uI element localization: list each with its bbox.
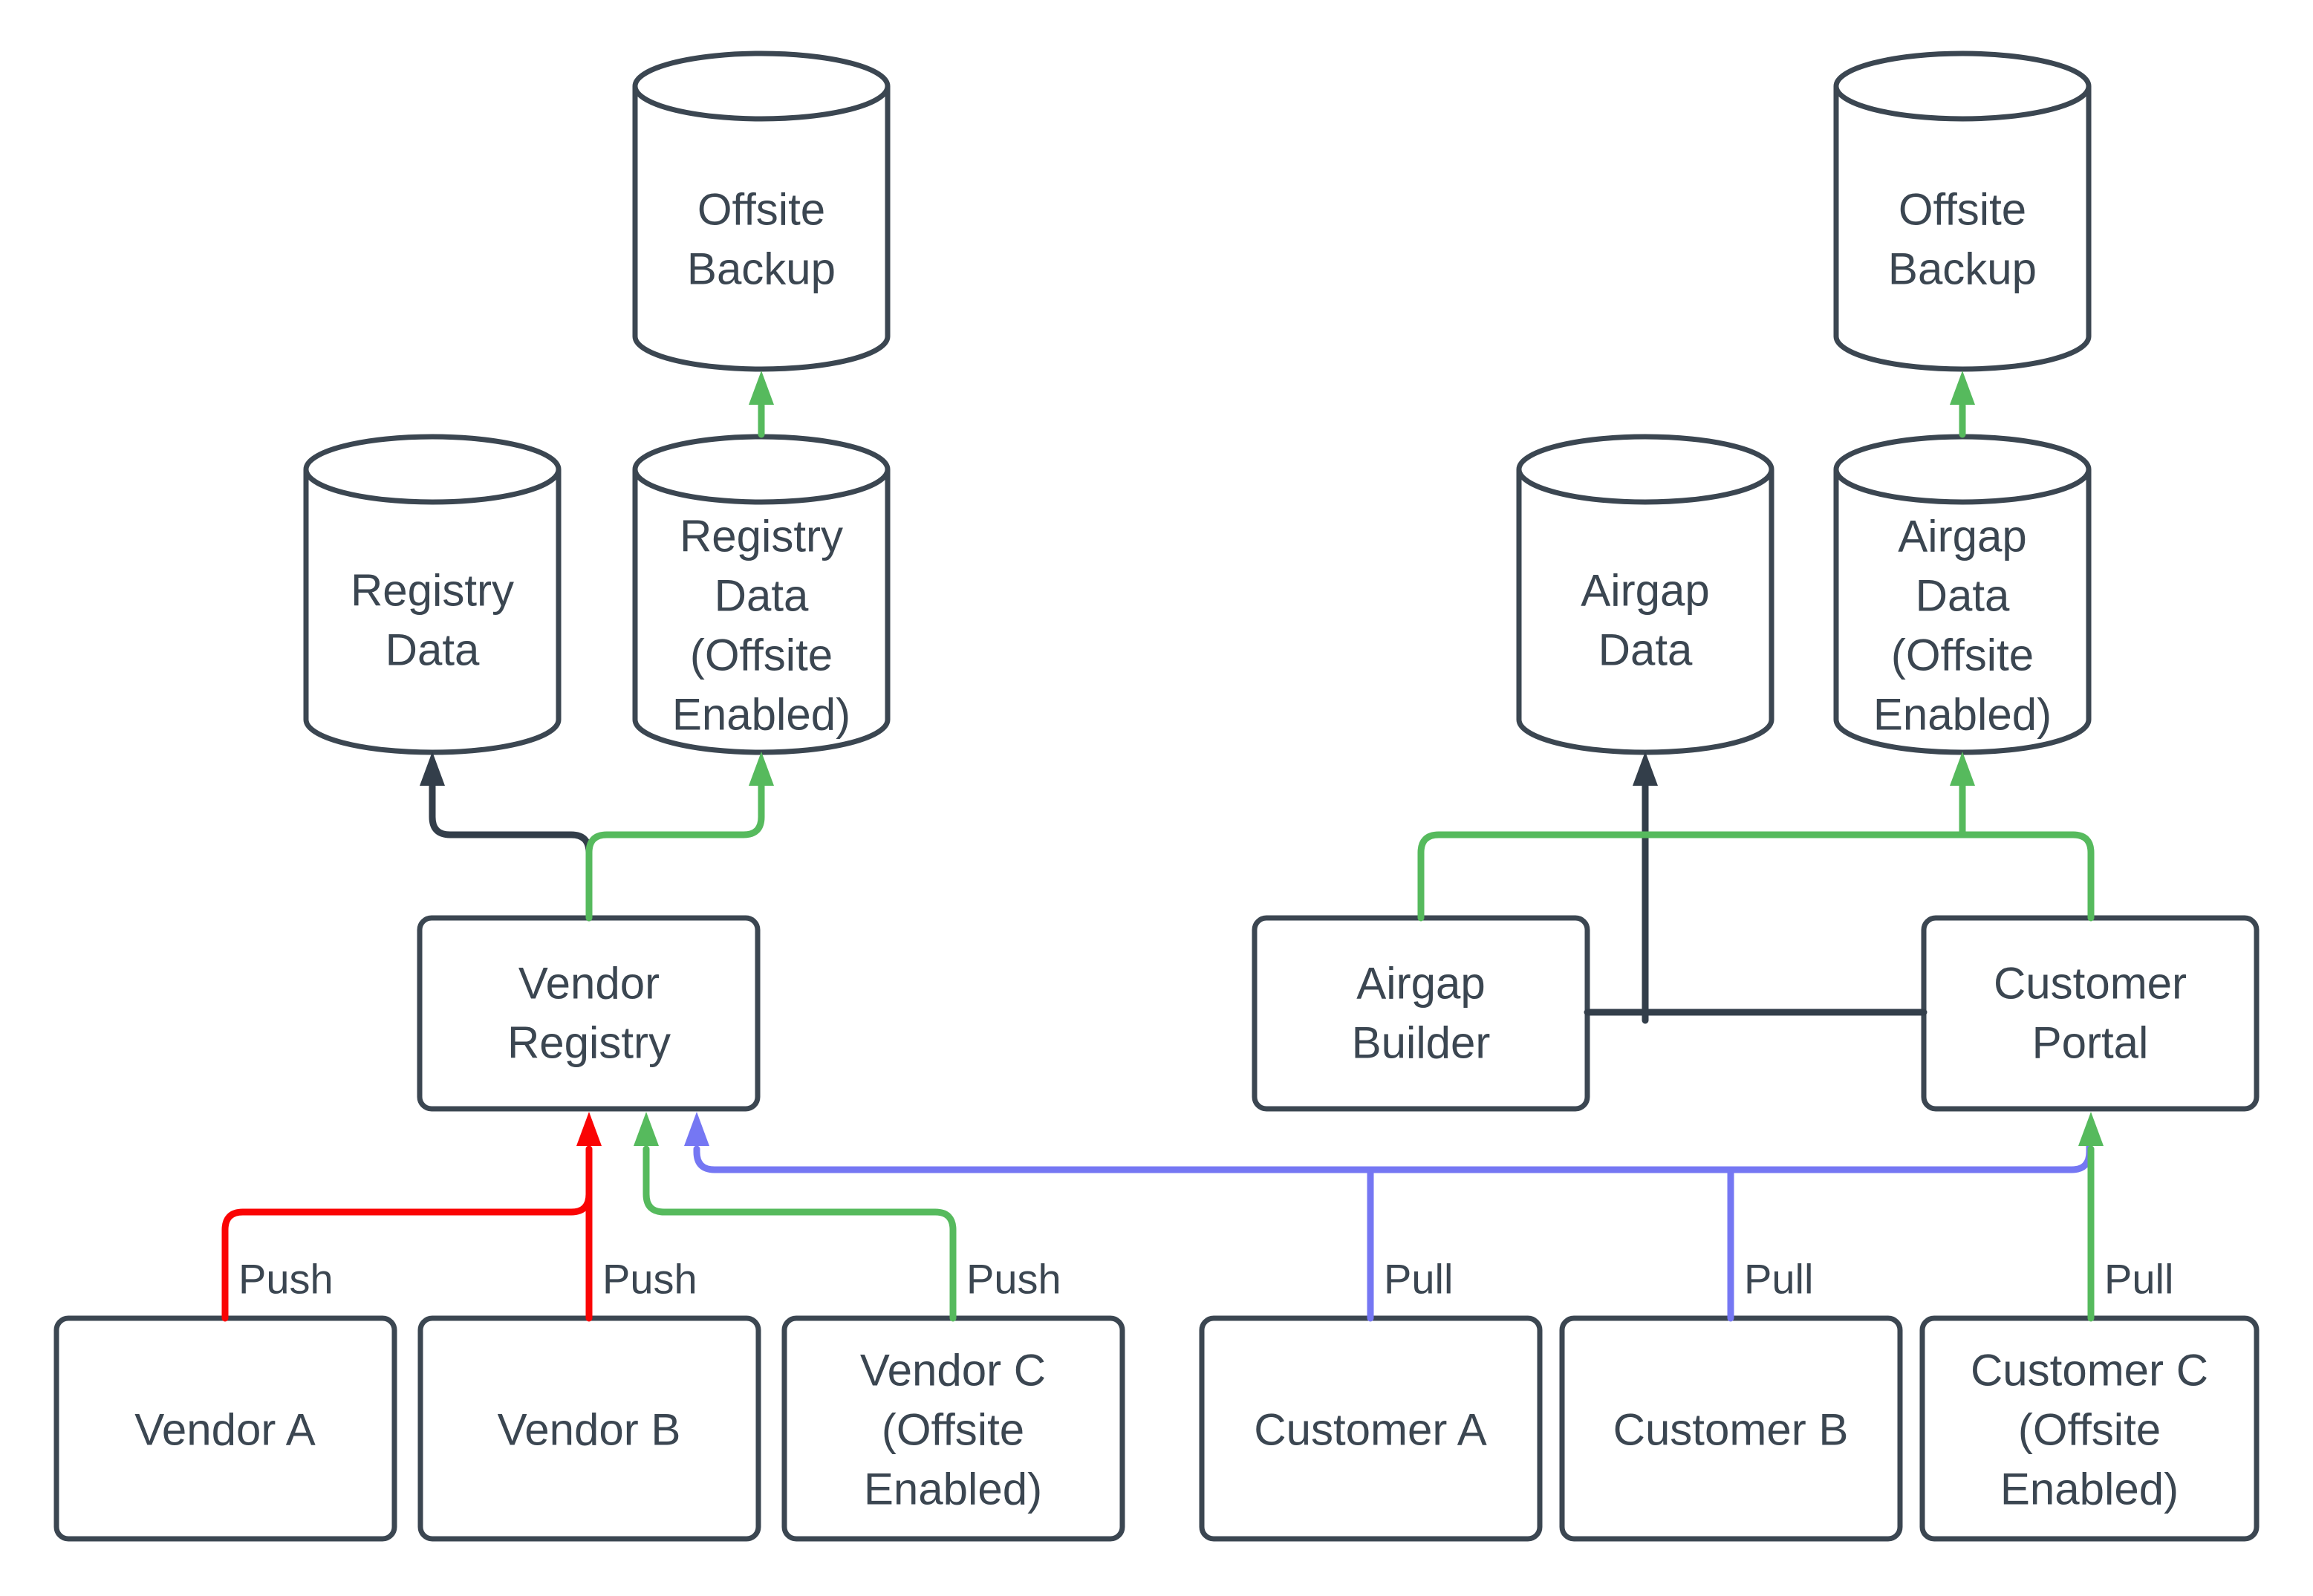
- nodes: Offsite Backup Offsite Backup Registry D…: [53, 51, 2260, 1542]
- customer-b-box: Customer B: [1559, 1315, 1903, 1542]
- node-label: Customer A: [1254, 1405, 1486, 1455]
- customer-a-box: Customer A: [1199, 1315, 1543, 1542]
- vendor-c-box: Vendor C (Offsite Enabled): [781, 1315, 1125, 1542]
- node-label: Airgap: [1356, 959, 1485, 1009]
- offsite-backup-customer-cylinder: Offsite Backup: [1833, 51, 2092, 372]
- registry-data-offsite-cylinder: Registry Data (Offsite Enabled): [632, 434, 891, 755]
- airgap-data-offsite-cylinder: Airgap Data (Offsite Enabled): [1833, 434, 2092, 755]
- pull-label-customer-c: Pull: [2104, 1256, 2173, 1303]
- arrowhead-airgap-data-offsite: [1950, 752, 1975, 786]
- node-label: Enabled): [672, 690, 850, 740]
- node-label: Airgap: [1898, 512, 2026, 561]
- box-shape: [1921, 915, 2260, 1112]
- arrowhead-offsite-backup-vendor: [749, 371, 774, 405]
- cylinder-shape: [1516, 434, 1774, 755]
- node-label: Vendor B: [498, 1405, 681, 1455]
- edge-labels: Push Push Push Pull Pull Pull: [238, 1256, 2173, 1303]
- node-label: Vendor A: [134, 1405, 316, 1455]
- arrowhead-customer-c-pull: [2078, 1112, 2104, 1146]
- node-label: Enabled): [864, 1465, 1042, 1514]
- push-label-vendor-c: Push: [966, 1256, 1061, 1303]
- push-label-vendor-b: Push: [602, 1256, 697, 1303]
- edge-registry-to-registry-data-offsite: [585, 781, 765, 922]
- pull-label-customer-b: Pull: [1744, 1256, 1813, 1303]
- edges: [221, 371, 2104, 1322]
- node-label: Offsite: [697, 185, 825, 235]
- pull-label-customer-a: Pull: [1384, 1256, 1453, 1303]
- arrowhead-push-registry: [576, 1112, 602, 1146]
- vendor-a-box: Vendor A: [53, 1315, 397, 1542]
- node-label: Data: [386, 625, 480, 675]
- arrowhead-vendor-c-push: [634, 1112, 659, 1146]
- airgap-builder-box: Airgap Builder: [1252, 915, 1590, 1112]
- node-label: Registry: [507, 1018, 671, 1068]
- edge-registry-to-registry-data: [429, 781, 593, 922]
- box-shape: [417, 915, 761, 1112]
- arrowhead-registry-data-offsite: [749, 752, 774, 786]
- node-label: Customer C: [1971, 1346, 2208, 1395]
- node-label: Vendor: [518, 959, 660, 1009]
- node-label: Data: [715, 571, 809, 621]
- edge-vendor-ab-push: [221, 1145, 593, 1322]
- cylinder-shape: [303, 434, 562, 755]
- box-shape: [1252, 915, 1590, 1112]
- node-label: Customer B: [1613, 1405, 1849, 1455]
- vendor-b-box: Vendor B: [417, 1315, 761, 1542]
- node-label: Vendor C: [860, 1346, 1046, 1395]
- vendor-registry-box: Vendor Registry: [417, 915, 761, 1112]
- node-label: Customer: [1994, 959, 2187, 1009]
- arrowhead-registry-data: [420, 752, 445, 786]
- node-label: Backup: [1888, 244, 2037, 294]
- node-label: Data: [1916, 571, 2010, 621]
- arrowhead-pull-registry: [684, 1112, 709, 1146]
- edge-vendor-c-push: [642, 1145, 957, 1322]
- node-label: Registry: [680, 512, 843, 561]
- edge-builder-portal-to-airgap-offsite: [1417, 781, 2095, 922]
- cylinder-shape: [632, 51, 891, 372]
- airgap-data-cylinder: Airgap Data: [1516, 434, 1774, 755]
- cylinder-shape: [632, 434, 891, 755]
- customer-portal-box: Customer Portal: [1921, 915, 2260, 1112]
- arrowhead-airgap-data: [1633, 752, 1658, 786]
- edge-builder-portal-to-airgap-data: [1584, 781, 1928, 1024]
- customer-c-box: Customer C (Offsite Enabled): [1919, 1315, 2260, 1542]
- node-label: Offsite: [1899, 185, 2026, 235]
- node-label: Airgap: [1581, 566, 1709, 616]
- push-label-vendor-a: Push: [238, 1256, 334, 1303]
- node-label: (Offsite: [1891, 631, 2034, 680]
- cylinder-shape: [1833, 51, 2092, 372]
- arrowhead-offsite-backup-customer: [1950, 371, 1975, 405]
- node-label: Builder: [1352, 1018, 1491, 1068]
- node-label: Enabled): [1873, 690, 2052, 740]
- node-label: (Offsite: [882, 1405, 1024, 1455]
- node-label: Registry: [351, 566, 514, 616]
- node-label: Portal: [2032, 1018, 2149, 1068]
- node-label: (Offsite: [2018, 1405, 2161, 1455]
- registry-data-cylinder: Registry Data: [303, 434, 562, 755]
- offsite-backup-vendor-cylinder: Offsite Backup: [632, 51, 891, 372]
- node-label: Enabled): [2000, 1465, 2179, 1514]
- cylinder-shape: [1833, 434, 2092, 755]
- node-label: Backup: [687, 244, 836, 294]
- node-label: (Offsite: [690, 631, 833, 680]
- node-label: Data: [1598, 625, 1693, 675]
